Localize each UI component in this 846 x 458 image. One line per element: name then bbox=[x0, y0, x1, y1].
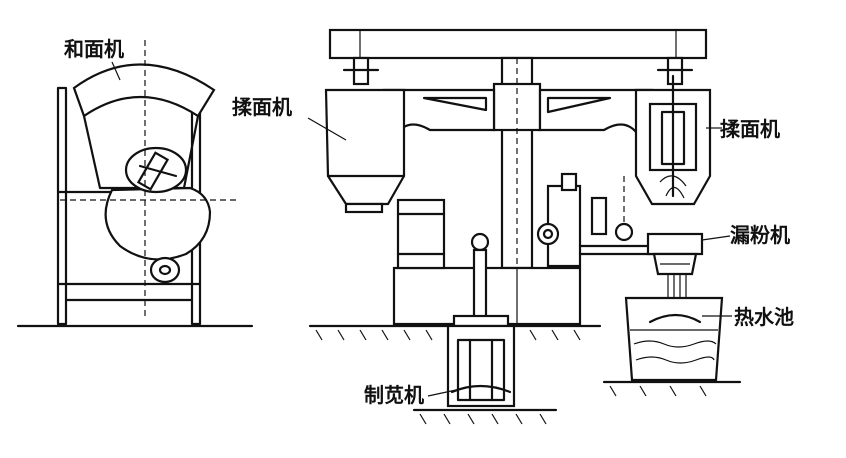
ground bbox=[308, 324, 707, 425]
label-hot-water-tank: 热水池 bbox=[734, 305, 794, 329]
mixer-machine: 和面机 bbox=[16, 37, 254, 328]
label-kneader-left: 揉面机 bbox=[232, 95, 292, 119]
hot-water-tank: 热水池 bbox=[602, 296, 794, 384]
label-extruder: 漏粉机 bbox=[730, 223, 790, 247]
label-mixer: 和面机 bbox=[64, 37, 124, 61]
kneader-left: 揉面机 bbox=[232, 88, 406, 214]
cutter-machine: 制苋机 bbox=[364, 232, 516, 408]
extruder: 漏粉机 bbox=[646, 223, 790, 324]
top-beam bbox=[328, 28, 708, 86]
center-column bbox=[382, 56, 654, 300]
transfer-mechanism bbox=[536, 172, 656, 268]
label-kneader-right: 揉面机 bbox=[720, 117, 780, 141]
label-cutter: 制苋机 bbox=[364, 383, 424, 407]
kneader-right: 揉面机 bbox=[634, 74, 780, 206]
